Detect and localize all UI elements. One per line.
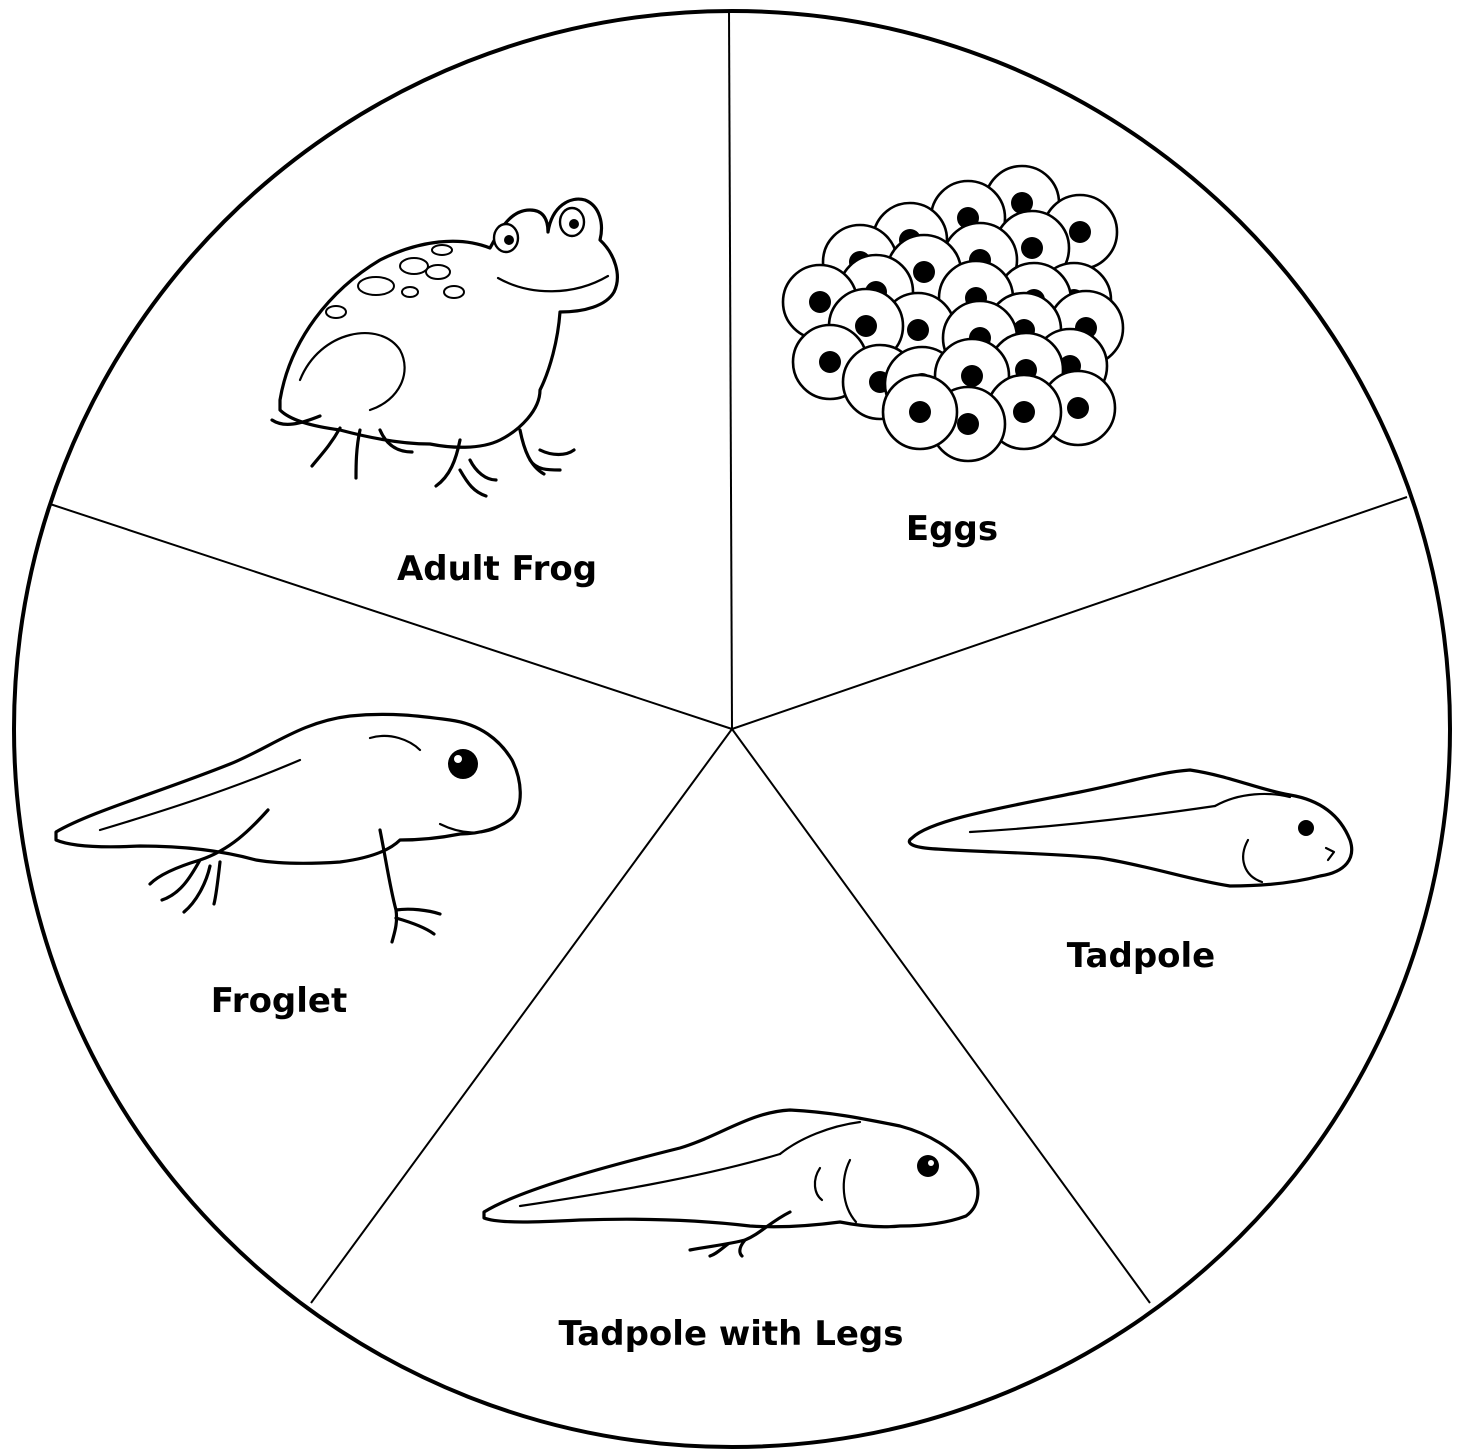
egg-nucleus [957, 413, 979, 435]
stage-label-tadpole: Tadpole [1067, 936, 1216, 976]
stage-label-froglet: Froglet [211, 981, 347, 1021]
egg-nucleus [961, 365, 983, 387]
egg-nucleus [1067, 397, 1089, 419]
stage-label-adult-frog: Adult Frog [397, 549, 597, 589]
egg-nucleus [809, 291, 831, 313]
egg-nucleus [855, 315, 877, 337]
egg-nucleus [1069, 221, 1091, 243]
stage-label-eggs: Eggs [906, 509, 998, 549]
egg-nucleus [1021, 237, 1043, 259]
egg-nucleus [907, 319, 929, 341]
egg-nucleus [909, 401, 931, 423]
egg-nucleus [819, 351, 841, 373]
egg-nucleus [913, 261, 935, 283]
egg-nucleus [1013, 401, 1035, 423]
stage-label-tadpole-with-legs: Tadpole with Legs [559, 1314, 904, 1354]
